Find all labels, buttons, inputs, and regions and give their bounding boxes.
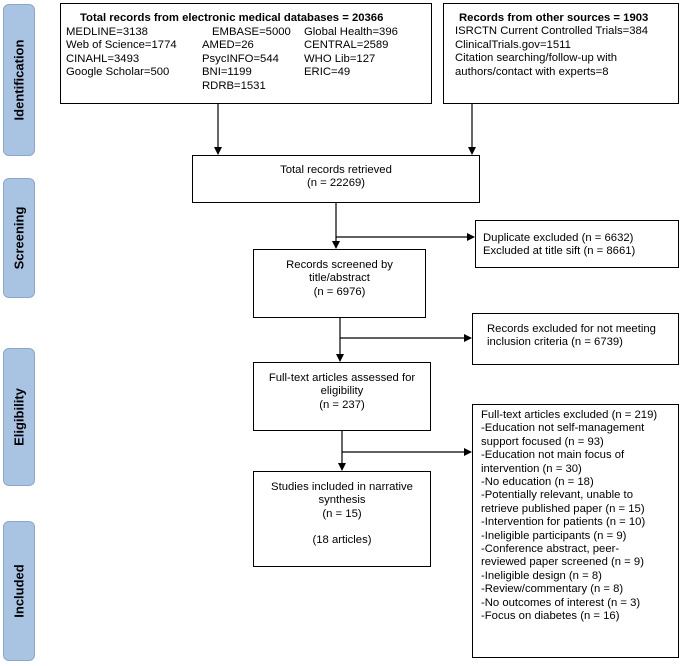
databases-title: Total records from electronic medical da…: [80, 12, 384, 24]
exclusion-reason: -No outcomes of interest (n = 3): [481, 596, 641, 609]
db-who-lib: WHO Lib=127: [304, 52, 376, 65]
exclusion-reason: reviewed paper screened (n = 9): [481, 556, 644, 569]
db-central: CENTRAL=2589: [304, 39, 389, 52]
exclusion-reason: -No education (n = 18): [481, 476, 594, 489]
duplicates-excluded-box: Duplicate excluded (n = 6632) Excluded a…: [475, 220, 679, 268]
not-meeting-criteria-box: Records excluded for not meeting inclusi…: [472, 313, 679, 365]
studies-included-box: Studies included in narrative synthesis …: [253, 471, 431, 567]
databases-box: Total records from electronic medical da…: [60, 3, 432, 104]
not-meeting-label: Records excluded for not meeting: [487, 323, 656, 335]
other-sources-title: Records from other sources = 1903: [459, 12, 649, 24]
fulltext-assessed-box: Full-text articles assessed for eligibil…: [253, 362, 431, 431]
exclusion-reason: support focused (n = 93): [481, 435, 604, 448]
db-global-health: Global Health=396: [304, 26, 398, 38]
db-psycinfo: PsycINFO=544: [202, 52, 279, 65]
records-screened-box: Records screened by title/abstract (n = …: [253, 249, 426, 318]
other-sources-box: Records from other sources = 1903 ISRCTN…: [443, 3, 679, 104]
db-web-of-science: Web of Science=1774: [66, 39, 177, 52]
stage-eligibility: Eligibility: [3, 348, 35, 486]
exclusion-reason: -Potentially relevant, unable to: [481, 489, 633, 502]
fulltext-excluded-title: Full-text articles excluded (n = 219): [481, 409, 658, 421]
included-label-1: Studies included in narrative: [271, 481, 413, 493]
exclusion-reason: -Education not self-management: [481, 422, 645, 435]
databases-col2: EMBASE=5000 AMED=26 PsycINFO=544 BNI=119…: [202, 26, 291, 93]
db-medline: MEDLINE=3138: [66, 26, 148, 38]
exclusion-reason: retrieve published paper (n = 15): [481, 502, 645, 515]
other-source-experts: authors/contact with experts=8: [455, 65, 609, 78]
db-bni: BNI=1199: [202, 66, 252, 79]
retrieved-count: (n = 22269): [306, 177, 366, 190]
title-sift-excluded: Excluded at title sift (n = 8661): [483, 245, 636, 258]
fulltext-excluded-box: Full-text articles excluded (n = 219) -E…: [472, 404, 679, 658]
other-source-citation: Citation searching/follow-up with: [455, 52, 618, 65]
db-eric: ERIC=49: [304, 66, 351, 79]
screened-label-1: Records screened by: [286, 259, 393, 271]
db-cinahl: CINAHL=3493: [66, 52, 140, 65]
databases-col3: Global Health=396 CENTRAL=2589 WHO Lib=1…: [304, 26, 398, 80]
db-embase: EMBASE=5000: [212, 26, 291, 38]
included-spacer: [254, 521, 430, 534]
screened-label-2: title/abstract: [309, 272, 370, 285]
included-articles: (18 articles): [312, 534, 372, 547]
other-source-clinicaltrials: ClinicalTrials.gov=1511: [455, 38, 571, 51]
records-retrieved-box: Total records retrieved (n = 22269): [192, 155, 480, 203]
databases-col1: MEDLINE=3138 Web of Science=1774 CINAHL=…: [66, 26, 177, 80]
fulltext-label-1: Full-text articles assessed for: [268, 372, 416, 384]
db-rdrb: RDRB=1531: [202, 79, 266, 92]
duplicates-excluded: Duplicate excluded (n = 6632): [483, 232, 634, 244]
exclusion-reason: -Focus on diabetes (n = 16): [481, 610, 620, 623]
exclusion-reason: -Review/commentary (n = 8): [481, 583, 624, 596]
other-source-isrctn: ISRCTN Current Controlled Trials=384: [455, 25, 649, 38]
exclusion-reason: -Ineligible participants (n = 9): [481, 529, 627, 542]
exclusion-reason: -Intervention for patients (n = 10): [481, 516, 646, 529]
exclusion-reason: intervention (n = 30): [481, 462, 582, 475]
fulltext-label-2: eligibility: [320, 385, 364, 398]
included-label-2: synthesis: [318, 494, 366, 507]
exclusion-reason: -Education not main focus of: [481, 449, 625, 462]
db-amed: AMED=26: [202, 39, 254, 52]
fulltext-count: (n = 237): [319, 398, 365, 411]
exclusion-reason: -Conference abstract, peer-: [481, 543, 620, 556]
included-count: (n = 15): [322, 507, 362, 520]
stage-identification: Identification: [3, 4, 35, 156]
screened-count: (n = 6976): [313, 285, 366, 298]
exclusion-reason: -Ineligible design (n = 8): [481, 569, 602, 582]
retrieved-label: Total records retrieved: [280, 164, 392, 176]
stage-included: Included: [3, 521, 35, 661]
stage-screening: Screening: [3, 178, 35, 298]
db-google-scholar: Google Scholar=500: [66, 66, 170, 79]
not-meeting-count: inclusion criteria (n = 6739): [487, 336, 623, 349]
